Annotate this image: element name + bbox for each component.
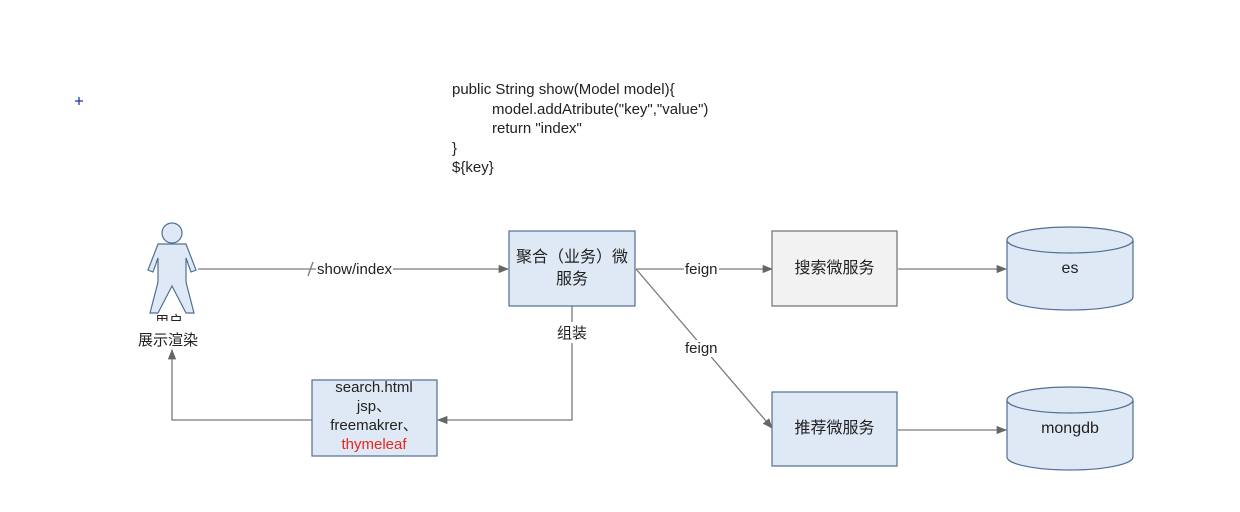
es-label: es [1061,260,1079,277]
edge-label-feign-recommend: feign [684,340,719,357]
recommend-service-label: 推荐微服务 [794,420,875,437]
template-line-jsp: jsp、 [356,398,392,415]
aggregate-service-text: 聚合（业务）微服务 [515,248,628,288]
edge-label-assemble: 组装 [555,322,590,343]
recommend-service-box[interactable] [771,391,898,467]
code-line: ${key} [452,159,494,176]
es-database-cylinder[interactable] [1006,226,1134,311]
search-service-label: 搜索微服务 [794,259,875,277]
code-line: } [452,139,458,157]
edge-label-feign-search: feign [684,261,719,278]
edge-template-to-user [167,348,312,421]
user-label: 用户 [155,313,183,321]
code-line: return "index" [492,120,582,137]
template-line-freemarker: freemakrer、 [330,417,418,434]
code-line: public String show(Model model){ [452,81,675,98]
render-label: 展示渲染 [138,332,199,349]
edge-label-show-index: show/index [316,261,394,278]
code-snippet: public String show(Model model){ model.a… [452,80,708,178]
mongodb-label: mongdb [1041,420,1099,437]
user-actor-icon [147,222,197,314]
aggregate-service-label: 聚合（业务）微服务 [509,231,635,306]
plus-marker-icon [75,97,83,105]
template-line-search-html: search.html [335,379,413,396]
template-engine-label: search.html jsp、 freemakrer、 thymeleaf [312,378,436,454]
edge-slash-mark [307,261,314,277]
template-engine-box[interactable] [311,379,438,457]
search-service-box[interactable] [771,230,898,307]
template-line-thymeleaf: thymeleaf [341,436,407,453]
code-line: model.addAtribute("key","value") [492,100,709,118]
mongodb-database-cylinder[interactable] [1006,386,1134,471]
aggregate-service-box[interactable] [508,230,636,307]
edge-aggregate-to-template [436,306,573,425]
